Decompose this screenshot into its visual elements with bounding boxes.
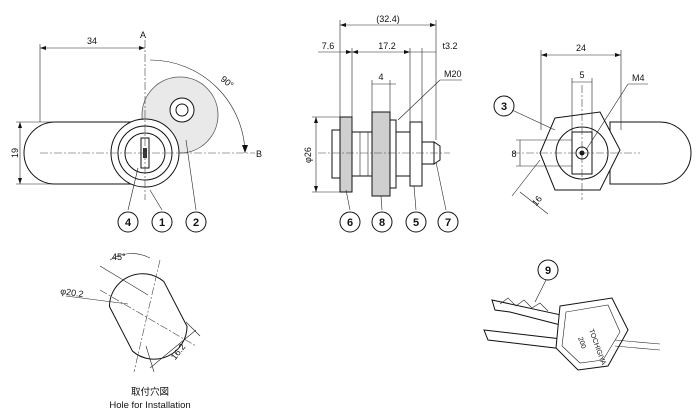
front-view: 34 19 90° A B (10, 30, 262, 211)
callout-1: 1 (151, 211, 173, 233)
key-drawing: TOCHIGIYA 200 (483, 279, 661, 371)
caption-en: Hole for Installation (109, 400, 190, 411)
back-view: 24 5 M4 8 16 (511, 43, 692, 215)
dim-hole-angle: 45° (112, 252, 126, 262)
dim-hole-diameter: φ20.2 (60, 286, 85, 299)
callouts: 4 1 2 6 8 5 7 3 (117, 95, 559, 281)
dim-back-inner: 5 (579, 70, 584, 80)
side-view: (32.4) 7.6 17.2 t3.2 4 M20 φ26 (303, 14, 462, 211)
callout-7: 7 (437, 211, 459, 233)
installation-hole-view: 45° φ20.2 16.2 取付穴図 Hole for Installatio… (60, 252, 201, 411)
callout-4: 4 (117, 211, 139, 233)
rotation-arc (149, 59, 246, 154)
key-stamp-code: 200 (576, 336, 587, 349)
mounting-nut (371, 111, 391, 197)
svg-text:7: 7 (445, 217, 451, 229)
dim-diameter: φ26 (303, 147, 313, 163)
svg-text:1: 1 (159, 217, 165, 229)
callout-5: 5 (405, 211, 427, 233)
dim-back-width: 24 (576, 43, 586, 53)
dim-back-height: 8 (511, 149, 516, 159)
key-head (555, 297, 629, 371)
dim-front-height: 19 (10, 148, 20, 158)
dim-back-diag: 16 (530, 194, 544, 208)
cam-side (409, 121, 423, 187)
dim-side-a: 7.6 (322, 41, 335, 51)
svg-text:4: 4 (125, 217, 132, 229)
dim-side-d: 4 (378, 72, 383, 82)
callout-6: 6 (339, 211, 361, 233)
svg-text:2: 2 (193, 217, 199, 229)
callout-9: 9 (537, 259, 559, 281)
callout-3: 3 (493, 95, 515, 117)
svg-text:6: 6 (347, 217, 353, 229)
callout-2: 2 (185, 211, 207, 233)
axis-label-a: A (140, 30, 146, 40)
svg-text:8: 8 (379, 217, 385, 229)
dim-thread: M20 (444, 69, 462, 79)
callout-8: 8 (371, 211, 393, 233)
dim-side-c: t3.2 (442, 41, 457, 51)
svg-text:5: 5 (413, 217, 419, 229)
hole-outline (108, 273, 188, 360)
dim-back-thread: M4 (632, 73, 645, 83)
svg-text:3: 3 (501, 101, 507, 113)
dim-side-total: (32.4) (376, 14, 400, 24)
dim-angle: 90° (219, 74, 236, 91)
dim-side-b: 17.2 (378, 41, 396, 51)
caption-jp: 取付穴図 (131, 386, 169, 398)
dim-front-width: 34 (87, 36, 97, 46)
cam-arm-back (609, 121, 692, 185)
svg-text:9: 9 (545, 265, 551, 277)
axis-label-b: B (256, 149, 262, 159)
front-flange (339, 116, 353, 193)
